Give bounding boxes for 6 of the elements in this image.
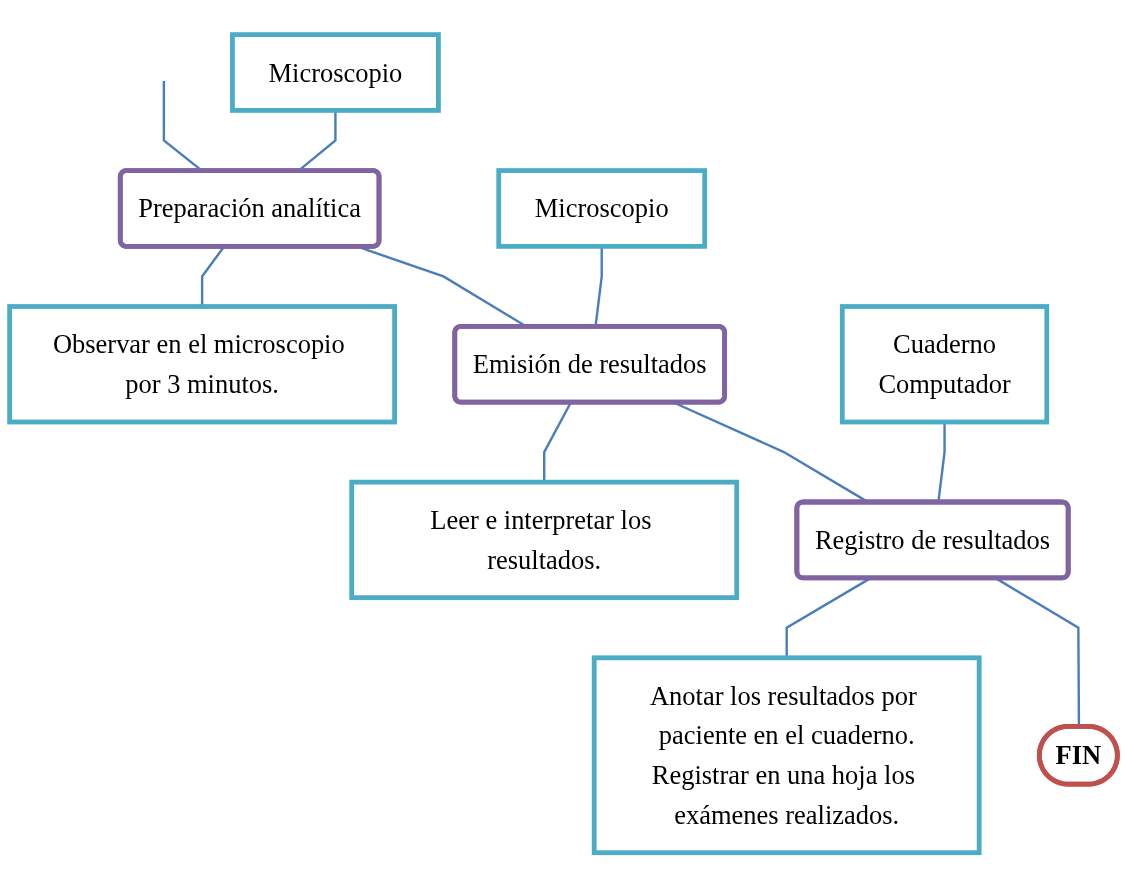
node-box: Microscopio xyxy=(496,168,708,250)
node-box: Anotar los resultados por paciente en el cuaderno. Registrar en una hoja los exámenes realizados. xyxy=(591,655,982,856)
node-box: Microscopio xyxy=(230,32,441,114)
node-box: Observar en el microscopio por 3 minutos. xyxy=(7,304,397,425)
node-box: Leer e interpretar los resultados. xyxy=(349,480,740,601)
node-box: Cuaderno Computador xyxy=(839,304,1050,425)
